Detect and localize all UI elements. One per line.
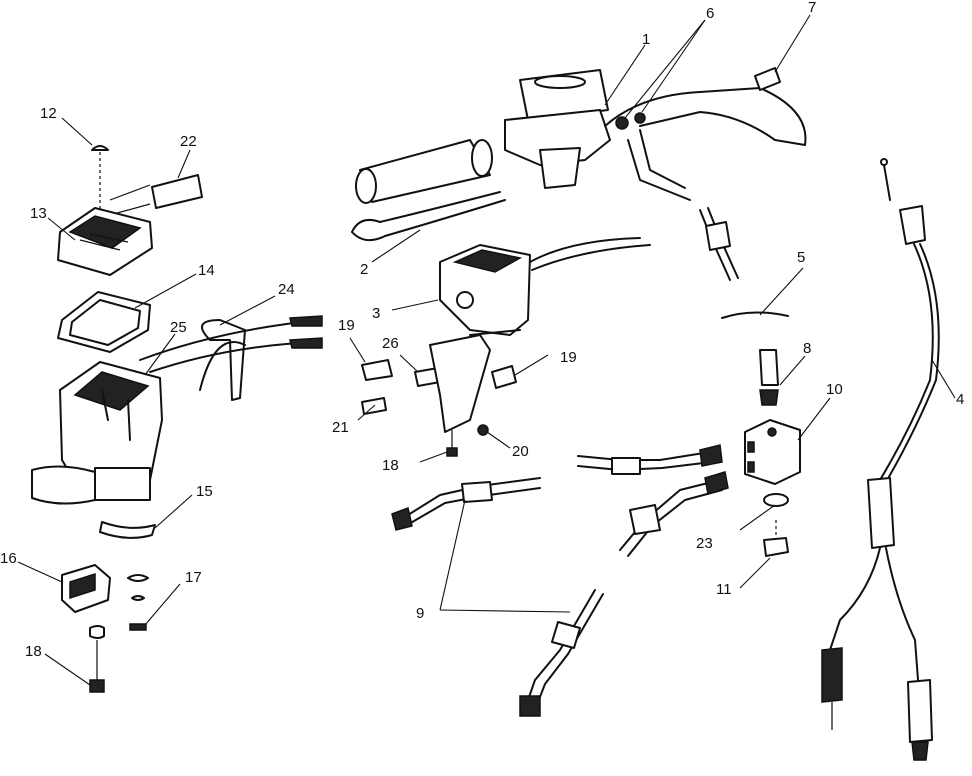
part-20-nut [477, 424, 489, 436]
callout-2: 2 [360, 261, 368, 278]
part-6-fittings [604, 87, 807, 201]
callout-12: 12 [40, 105, 57, 122]
callout-22: 22 [180, 133, 197, 150]
callout-24: 24 [278, 281, 295, 298]
part-3-switch-housing [439, 237, 651, 336]
part-25-throttle-housing [31, 361, 163, 505]
part-15-seal [99, 521, 156, 539]
callout-23: 23 [696, 535, 713, 552]
part-12-screw [91, 145, 109, 212]
part-2-handlebar-lever [351, 191, 506, 242]
part-switch-bracket [429, 329, 521, 433]
part-23-washer [763, 493, 789, 507]
callout-18-left: 18 [25, 643, 42, 660]
part-24-cable-tie [139, 315, 323, 401]
callout-labels: 12 22 13 14 24 25 15 16 17 18 1 6 7 2 3 … [0, 0, 964, 660]
callout-16: 16 [0, 550, 17, 567]
part-18-screw-center [446, 430, 458, 457]
part-16-bracket [61, 564, 111, 613]
part-11-nut [763, 520, 789, 557]
callout-6: 6 [706, 5, 714, 22]
callout-25: 25 [170, 319, 187, 336]
part-5-cable-clip [721, 311, 789, 319]
callout-3: 3 [372, 305, 380, 322]
part-7-plug [754, 67, 781, 91]
part-17-washer-screw [127, 574, 149, 631]
part-brake-hoses [577, 444, 729, 557]
callout-13: 13 [30, 205, 47, 222]
callout-26: 26 [382, 335, 399, 352]
part-13-cover [57, 207, 153, 276]
callout-7: 7 [808, 0, 816, 16]
part-18-bolt-left [89, 625, 105, 693]
callout-4: 4 [956, 391, 964, 408]
part-brake-hose-upper [699, 207, 739, 281]
callout-1: 1 [642, 31, 650, 48]
part-8-hose-fitting [759, 349, 779, 406]
callout-20: 20 [512, 443, 529, 460]
callout-11: 11 [716, 581, 732, 598]
callout-17: 17 [185, 569, 202, 586]
part-14-gasket [57, 291, 151, 353]
callout-19-left: 19 [338, 317, 355, 334]
leader-lines [17, 14, 956, 686]
part-19-clips [361, 359, 517, 389]
callout-21: 21 [332, 419, 349, 436]
callout-18-center: 18 [382, 457, 399, 474]
callout-5: 5 [797, 249, 805, 266]
part-4-throttle-cable [821, 158, 940, 761]
part-22-decal [109, 174, 203, 216]
callout-8: 8 [803, 340, 811, 357]
part-9-brake-lines [391, 477, 604, 717]
callout-19-right: 19 [560, 349, 577, 366]
callout-10: 10 [826, 381, 843, 398]
part-10-junction-block [744, 419, 801, 485]
callout-14: 14 [198, 262, 215, 279]
callout-9: 9 [416, 605, 424, 622]
callout-15: 15 [196, 483, 213, 500]
part-1-master-cylinder [355, 69, 611, 204]
